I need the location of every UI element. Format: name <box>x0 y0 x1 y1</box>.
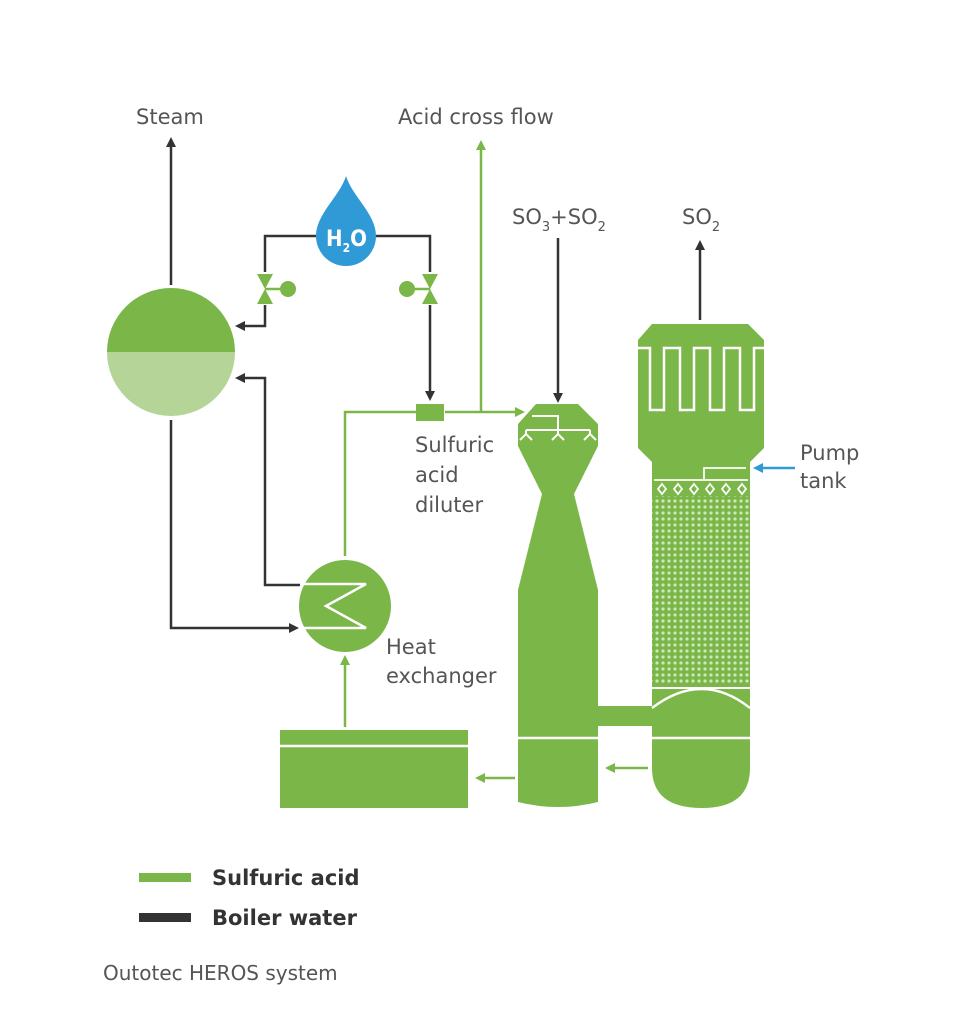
legend: Sulfuric acid Boiler water <box>139 866 360 930</box>
hx-to-diluter-line <box>343 410 416 556</box>
boiler-water-lines <box>166 137 705 633</box>
exchanger-label: exchanger <box>386 664 497 688</box>
packed-tower <box>638 324 764 808</box>
so3-so2-label: SO3+SO2 <box>512 205 606 235</box>
water-drop-icon: H2O <box>316 176 376 266</box>
packing-bed <box>652 496 750 684</box>
steam-label: Steam <box>136 105 204 129</box>
diluter-label-3: diluter <box>415 493 483 517</box>
water-to-drum-line <box>235 305 267 331</box>
pump-label: Pump <box>800 441 859 465</box>
svg-text:H2O: H2O <box>326 227 367 255</box>
hx-to-drum-line <box>235 373 300 587</box>
diluter-label-2: acid <box>415 463 459 487</box>
acid-cross-flow-label: Acid cross flow <box>398 105 554 129</box>
legend-swatch-acid <box>139 873 191 882</box>
gas-connector-duct <box>596 706 654 726</box>
valve-left-icon[interactable] <box>257 274 296 304</box>
acid-distributor <box>654 467 748 496</box>
acid-lines <box>340 140 648 783</box>
legend-label-water: Boiler water <box>212 906 358 930</box>
legend-swatch-water <box>139 913 191 922</box>
acid-tank <box>280 730 468 808</box>
demister <box>638 346 764 412</box>
so2-label: SO2 <box>682 205 720 235</box>
valve-right-icon[interactable] <box>399 274 438 304</box>
water-line-right <box>376 234 432 272</box>
venturi-absorber <box>518 404 598 807</box>
heat-exchanger <box>299 560 391 652</box>
spray-nozzles <box>519 415 597 441</box>
steam-drum <box>107 288 235 416</box>
tank-label: tank <box>800 469 847 493</box>
acid-diluter <box>416 404 444 421</box>
drum-to-hx-line <box>169 420 299 633</box>
diagram-caption: Outotec HEROS system <box>103 961 338 985</box>
legend-label-acid: Sulfuric acid <box>212 866 360 890</box>
heat-label: Heat <box>386 635 436 659</box>
water-line-left <box>263 234 316 272</box>
diluter-label-1: Sulfuric <box>415 433 494 457</box>
